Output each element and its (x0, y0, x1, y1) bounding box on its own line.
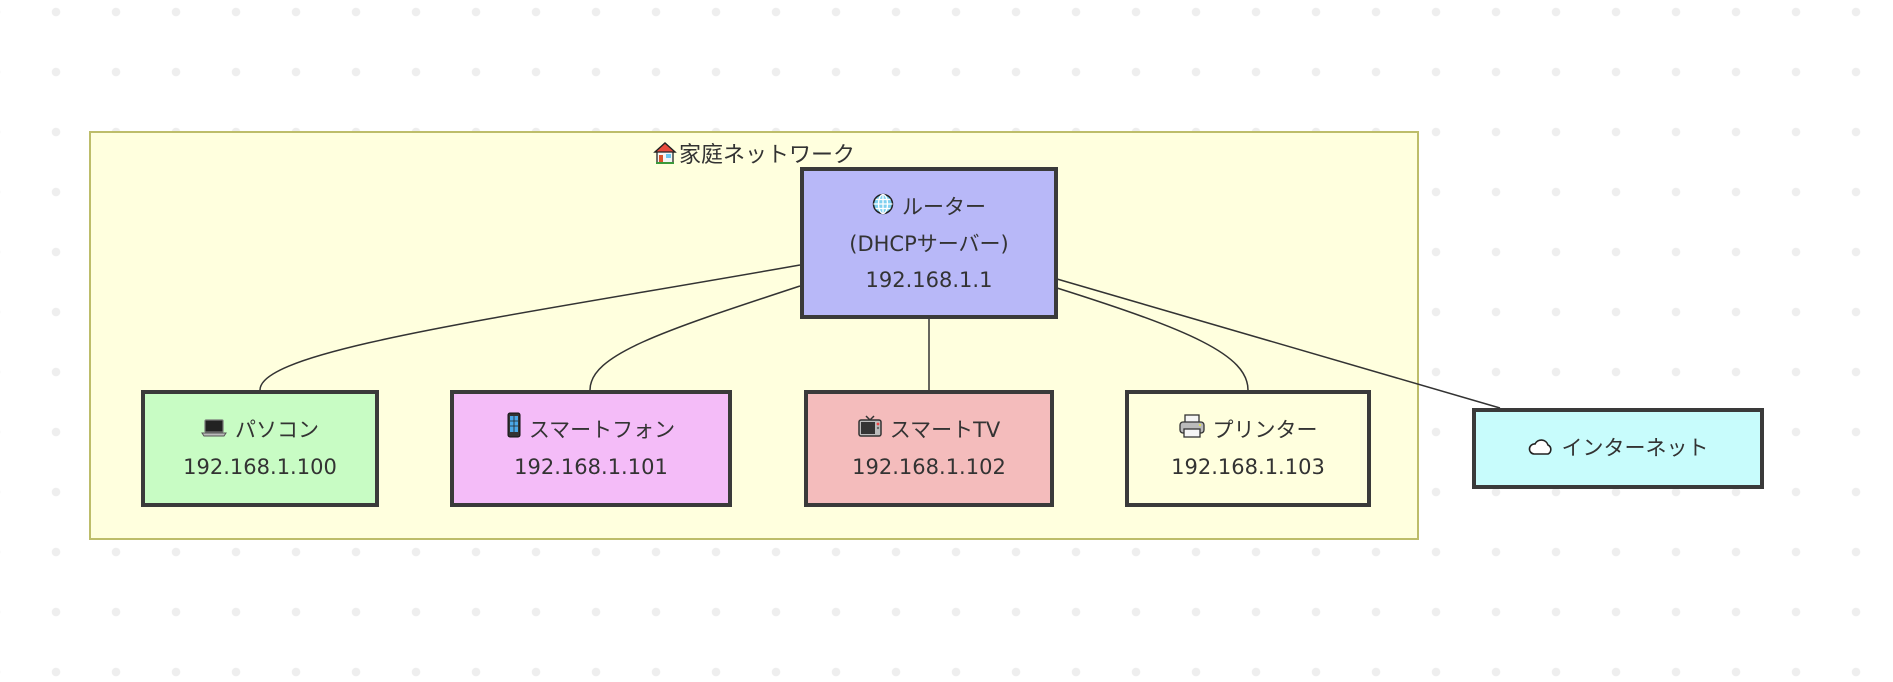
cluster-label: 家庭ネットワーク (91, 137, 1417, 171)
smartphone-title: スマートフォン (528, 417, 676, 442)
router-title: ルーター (902, 194, 986, 219)
router-node[interactable]: ルーター (DHCPサーバー) 192.168.1.1 (800, 167, 1058, 319)
smart-tv-node[interactable]: スマートTV 192.168.1.102 (804, 390, 1054, 507)
printer-title: プリンター (1212, 418, 1318, 442)
printer-node[interactable]: プリンター 192.168.1.103 (1125, 390, 1371, 507)
internet-node[interactable]: インターネット (1472, 408, 1764, 489)
mobile-phone-icon (507, 412, 521, 449)
internet-title: インターネット (1561, 436, 1709, 460)
pc-ip: 192.168.1.100 (183, 455, 337, 479)
globe-icon (872, 190, 894, 226)
television-icon (857, 413, 882, 449)
cloud-icon (1528, 431, 1554, 467)
printer-ip: 192.168.1.103 (1171, 455, 1325, 479)
router-ip: 192.168.1.1 (865, 267, 993, 292)
smart-tv-title: スマートTV (889, 418, 1001, 442)
house-icon (653, 141, 677, 171)
smartphone-ip: 192.168.1.101 (514, 455, 668, 480)
router-subtitle: (DHCPサーバー) (849, 231, 1009, 256)
smart-tv-ip: 192.168.1.102 (852, 455, 1006, 479)
pc-node[interactable]: パソコン 192.168.1.100 (141, 390, 379, 507)
printer-icon (1178, 413, 1205, 449)
pc-title: パソコン (235, 418, 319, 442)
laptop-icon (201, 413, 227, 449)
smartphone-node[interactable]: スマートフォン 192.168.1.101 (450, 390, 732, 507)
